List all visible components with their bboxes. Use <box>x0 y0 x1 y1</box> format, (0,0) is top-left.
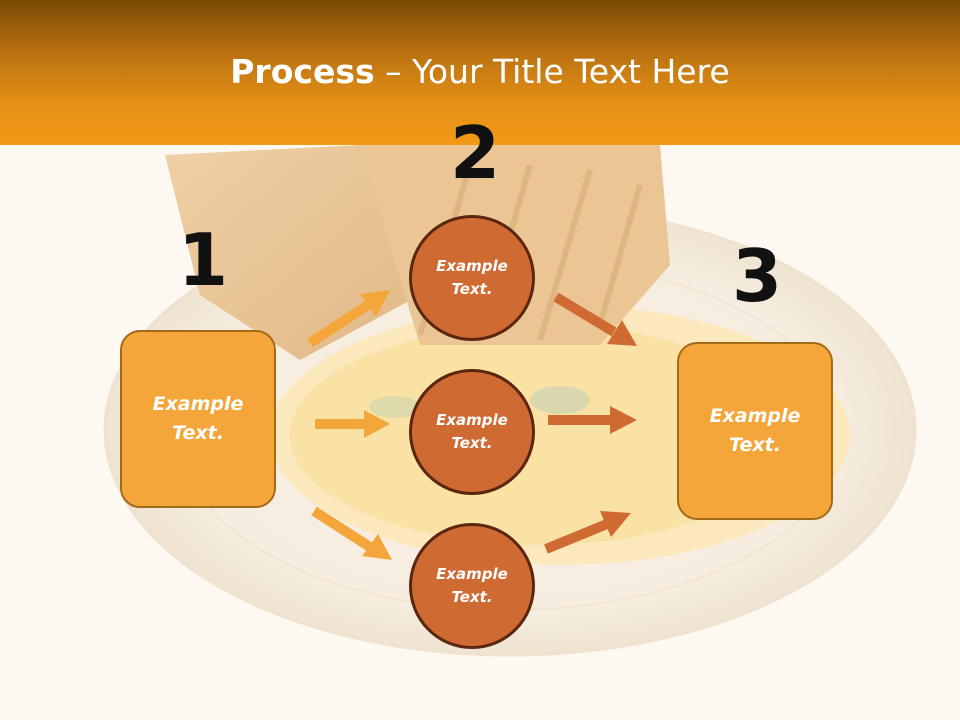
step-1-box: Example Text. <box>120 330 276 508</box>
step-number-2: 2 <box>450 111 501 195</box>
title-bar <box>0 0 960 145</box>
slide-title-rest: – Your Title Text Here <box>374 52 730 91</box>
step-3-box: Example Text. <box>677 342 833 520</box>
step-3-box-line1: Example <box>709 405 801 427</box>
step-1-box-line2: Text. <box>172 422 224 444</box>
circle-top-line1: Example <box>436 257 508 275</box>
step-3-box-line2: Text. <box>729 434 781 456</box>
circle-middle-line2: Text. <box>451 434 493 452</box>
arrow-middle-to-3 <box>548 406 637 434</box>
arrow-1-to-top <box>307 290 390 348</box>
step-2-circle-top: Example Text. <box>409 215 535 341</box>
step-number-1: 1 <box>178 218 229 302</box>
arrow-bottom-to-3 <box>544 511 631 554</box>
arrow-1-to-bottom <box>311 506 392 560</box>
circle-top-line2: Text. <box>451 280 493 298</box>
slide-title: Process – Your Title Text Here <box>0 52 960 91</box>
slide-title-bold: Process <box>230 52 375 91</box>
step-2-circle-middle: Example Text. <box>409 369 535 495</box>
arrow-1-to-middle <box>315 410 390 438</box>
step-2-circle-bottom: Example Text. <box>409 523 535 649</box>
step-number-3: 3 <box>732 234 783 318</box>
circle-bottom-line2: Text. <box>451 588 493 606</box>
circle-bottom-line1: Example <box>436 565 508 583</box>
arrow-top-to-3 <box>553 292 637 346</box>
circle-middle-line1: Example <box>436 411 508 429</box>
step-1-box-line1: Example <box>152 393 244 415</box>
